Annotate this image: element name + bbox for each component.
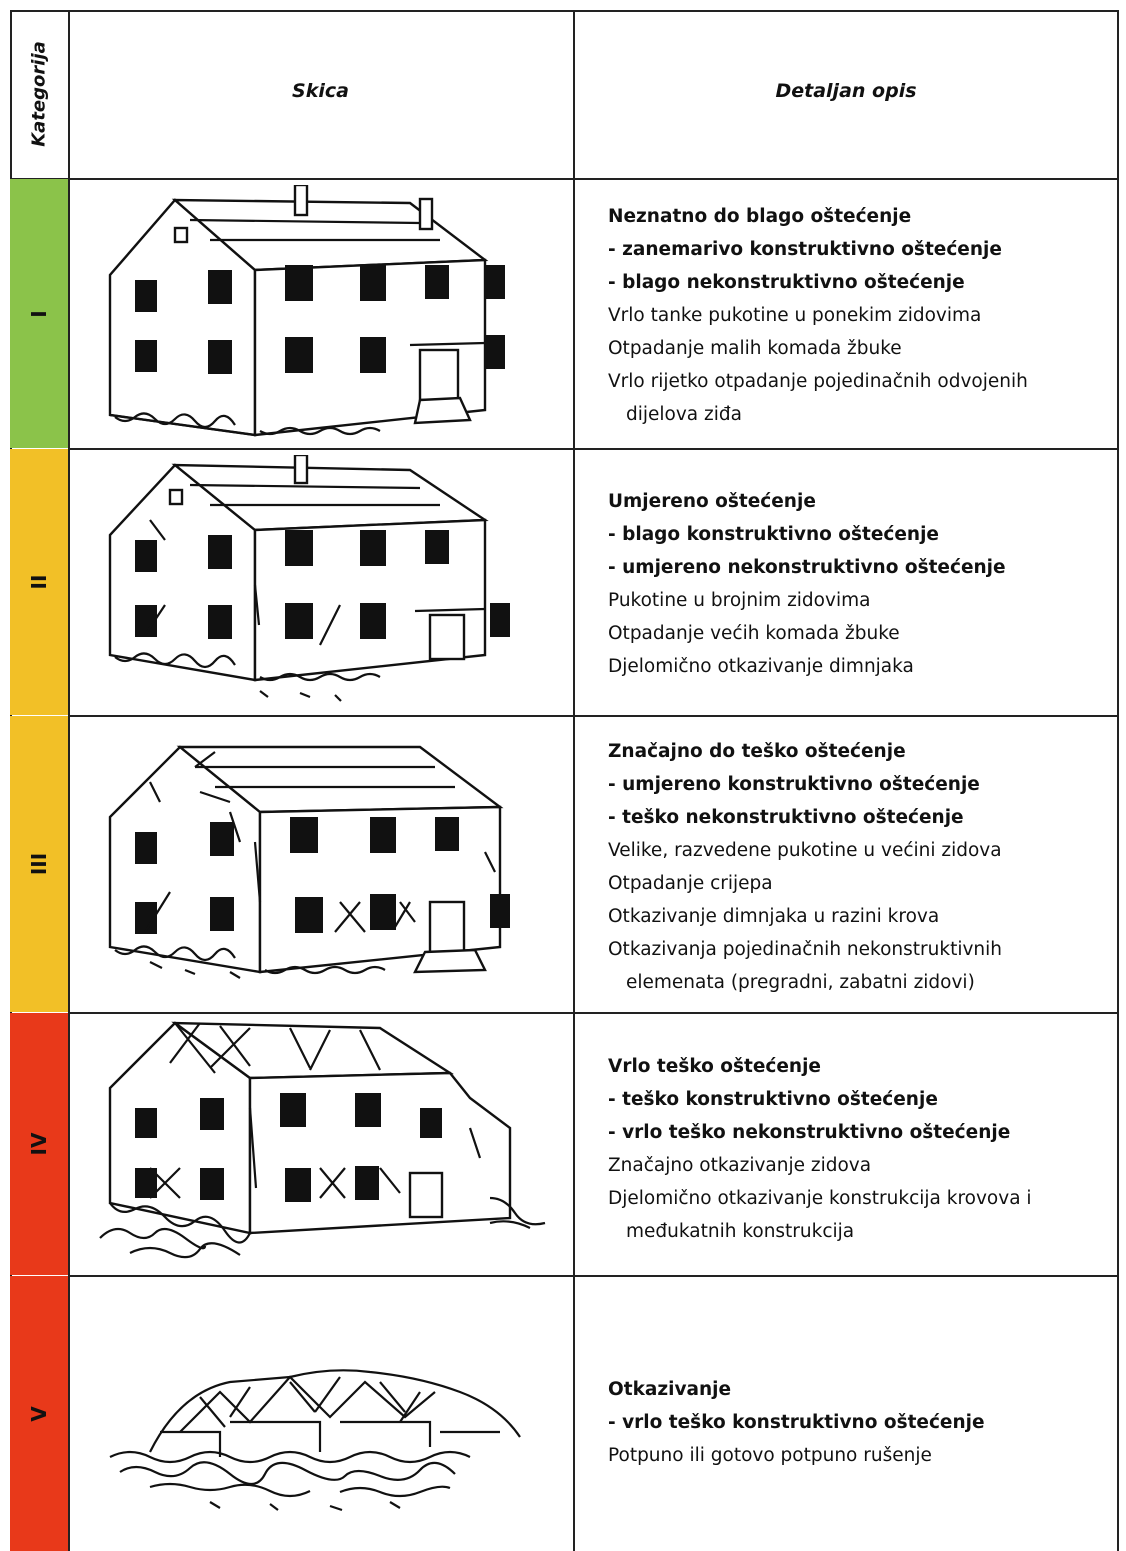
description-heading-line: - blago konstruktivno oštećenje bbox=[608, 524, 939, 545]
description-heading-line: Vrlo teško oštećenje bbox=[608, 1056, 821, 1077]
header-category-label: Kategorija bbox=[28, 41, 50, 147]
description-line: Vrlo tanke pukotine u ponekim zidovima bbox=[608, 305, 982, 326]
category-label: II bbox=[27, 574, 51, 590]
description-line: Otpadanje crijepa bbox=[608, 873, 773, 894]
description-heading-line: - teško konstruktivno oštećenje bbox=[608, 1089, 938, 1110]
category-band-III: III bbox=[10, 716, 68, 1012]
category-label: I bbox=[27, 309, 51, 318]
collapsed-building-rubble-icon bbox=[109, 1369, 521, 1512]
header-description: Detaljan opis bbox=[775, 80, 917, 102]
description-III: Značajno do teško oštećenje - umjereno ko… bbox=[608, 735, 1118, 999]
column-divider bbox=[68, 10, 70, 1551]
description-line: Djelomično otkazivanje dimnjaka bbox=[608, 656, 914, 677]
intact-building-icon bbox=[108, 185, 505, 437]
description-line: Velike, razvedene pukotine u većini zido… bbox=[608, 840, 1002, 861]
category-band-V: V bbox=[10, 1276, 68, 1551]
description-II: Umjereno oštećenje - blago konstruktivno … bbox=[608, 485, 1118, 683]
description-heading-line: Umjereno oštećenje bbox=[608, 491, 816, 512]
table-border-right bbox=[1117, 10, 1119, 1551]
description-heading-line: - vrlo teško konstruktivno oštećenje bbox=[608, 1412, 985, 1433]
row-divider bbox=[68, 715, 1118, 717]
table-border-top bbox=[10, 10, 1118, 12]
category-label: III bbox=[27, 852, 51, 876]
description-heading-line: - zanemarivo konstruktivno oštećenje bbox=[608, 239, 1002, 260]
description-line: Otpadanje malih komada žbuke bbox=[608, 338, 902, 359]
category-label: V bbox=[27, 1405, 51, 1422]
description-heading-line: - umjereno nekonstruktivno oštećenje bbox=[608, 557, 1006, 578]
description-V: Otkazivanje - vrlo teško konstruktivno oš… bbox=[608, 1373, 1118, 1472]
partially-collapsed-building-icon bbox=[99, 1021, 546, 1259]
description-line: Djelomično otkazivanje konstrukcija krov… bbox=[608, 1188, 1032, 1209]
description-heading-line: Neznatno do blago oštećenje bbox=[608, 206, 912, 227]
description-IV: Vrlo teško oštećenje - teško konstruktivn… bbox=[608, 1050, 1118, 1248]
description-I: Neznatno do blago oštećenje - zanemarivo … bbox=[608, 200, 1118, 431]
column-divider bbox=[573, 10, 575, 1551]
cracked-building-icon bbox=[108, 455, 510, 702]
description-line: Pukotine u brojnim zidovima bbox=[608, 590, 871, 611]
category-band-I: I bbox=[10, 179, 68, 448]
description-line: Potpuno ili gotovo potpuno rušenje bbox=[608, 1445, 932, 1466]
description-heading-line: - blago nekonstruktivno oštećenje bbox=[608, 272, 965, 293]
header-category: Kategorija bbox=[10, 10, 68, 178]
row-divider bbox=[68, 448, 1118, 450]
heavily-cracked-building-icon bbox=[108, 745, 510, 979]
description-line: Otpadanje većih komada žbuke bbox=[608, 623, 900, 644]
category-label: IV bbox=[27, 1132, 51, 1156]
category-band-IV: IV bbox=[10, 1013, 68, 1275]
description-line: Značajno otkazivanje zidova bbox=[608, 1155, 872, 1176]
description-line: elemenata (pregradni, zabatni zidovi) bbox=[626, 972, 975, 993]
description-heading-line: - vrlo teško nekonstruktivno oštećenje bbox=[608, 1122, 1011, 1143]
description-line: dijelova ziđa bbox=[626, 404, 742, 425]
row-divider bbox=[68, 1012, 1118, 1014]
description-line: Otkazivanja pojedinačnih nekonstruktivni… bbox=[608, 939, 1003, 960]
description-heading-line: - teško nekonstruktivno oštećenje bbox=[608, 807, 964, 828]
description-line: Vrlo rijetko otpadanje pojedinačnih odvo… bbox=[608, 371, 1028, 392]
description-heading-line: Značajno do teško oštećenje bbox=[608, 741, 906, 762]
header-divider bbox=[10, 178, 1118, 180]
description-line: međukatnih konstrukcija bbox=[626, 1221, 855, 1242]
description-heading-line: - umjereno konstruktivno oštećenje bbox=[608, 774, 980, 795]
row-divider bbox=[68, 1275, 1118, 1277]
description-heading-line: Otkazivanje bbox=[608, 1379, 732, 1400]
header-sketch: Skica bbox=[292, 80, 349, 102]
description-line: Otkazivanje dimnjaka u razini krova bbox=[608, 906, 940, 927]
category-band-II: II bbox=[10, 449, 68, 715]
